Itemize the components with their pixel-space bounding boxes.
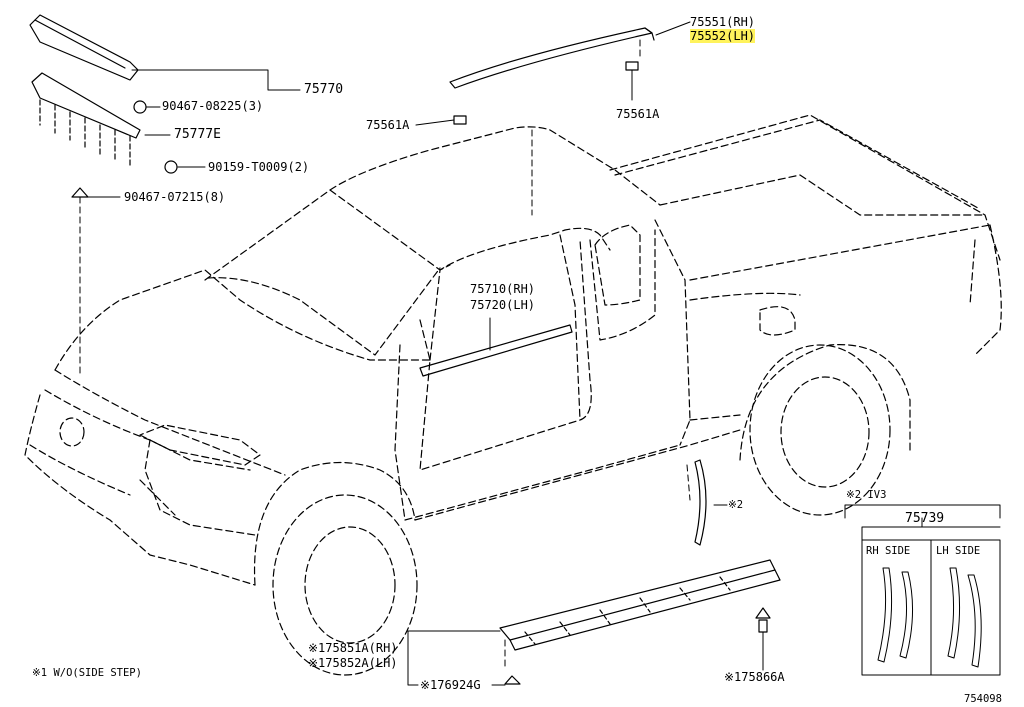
inset-box-75739 [844, 504, 1001, 676]
clip-90159 [164, 160, 178, 174]
front-wheel [272, 494, 418, 676]
door-edge-strip [694, 459, 707, 546]
roof-drip-moulding [449, 27, 655, 89]
diagram-number: 754098 [964, 693, 1002, 705]
clip-90467-08225 [133, 100, 147, 114]
label-75561a-left: 75561A [366, 118, 410, 132]
label-rh-side: RH SIDE [866, 545, 911, 557]
label-90159: 90159-T0009(2) [208, 160, 310, 174]
label-75866a: ※175866A [724, 670, 785, 684]
clip-75866a [755, 607, 771, 633]
truck-outline [24, 114, 1002, 586]
spoiler-bracket [31, 72, 141, 166]
label-75851a: ※175851A(RH) [308, 641, 398, 655]
label-90467-08225: 90467-08225(3) [162, 99, 264, 113]
label-lh-side: LH SIDE [936, 545, 981, 557]
label-76924g: ※176924G [420, 678, 481, 692]
label-75739: 75739 [905, 511, 945, 526]
side-step [499, 559, 781, 651]
label-note2-iv3: ※2 IV3 [846, 489, 887, 501]
label-75770: 75770 [304, 82, 344, 97]
label-75720: 75720(LH) [470, 298, 536, 312]
label-75852a: ※175852A(LH) [308, 656, 398, 670]
label-75551: 75551(RH) [690, 15, 756, 29]
label-75777e: 75777E [174, 127, 221, 142]
leader-lines [79, 21, 764, 686]
clip-75561a-left [453, 115, 467, 125]
label-75561a-right: 75561A [616, 107, 660, 121]
label-90467-07215: 90467-07215(8) [124, 190, 226, 204]
rear-wheel [749, 344, 891, 516]
door-belt-moulding [419, 324, 573, 377]
clip-76924g [504, 675, 521, 685]
hood-spoiler [29, 14, 139, 81]
label-75552-highlighted: 75552(LH) [690, 29, 756, 43]
label-75710: 75710(RH) [470, 282, 536, 296]
label-note1: ※1 W/O(SIDE STEP) [32, 667, 142, 679]
label-mark2-door-edge: ※2 [728, 499, 744, 511]
clip-75561a-right [625, 61, 639, 71]
clip-90467-07215 [71, 187, 89, 198]
